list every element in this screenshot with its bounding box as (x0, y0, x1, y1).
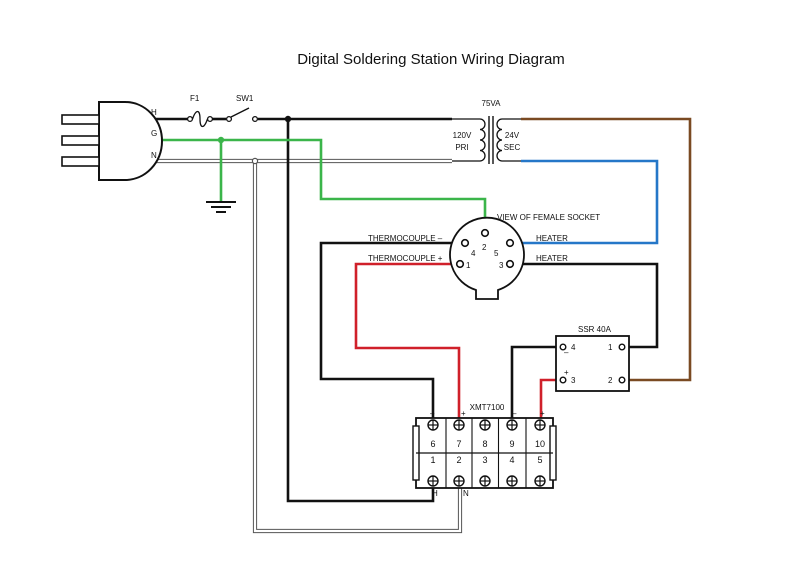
neutral-junction-dot (251, 157, 259, 165)
plug-h-label: H (151, 108, 157, 117)
transformer (452, 116, 521, 164)
terminal-8-label: 8 (482, 439, 487, 449)
ssr-pin-2-label: 2 (608, 376, 613, 385)
ssr-pin-1-label: 1 (608, 343, 613, 352)
female-socket (449, 216, 525, 300)
ssr-pin-4-label: 4 (571, 343, 576, 352)
socket-pin-1-label: 1 (466, 261, 471, 270)
socket-pin-4-label: 4 (471, 249, 476, 258)
thermocouple-minus-wire (319, 241, 461, 418)
thermocouple-minus-label: THERMOCOUPLE – (368, 234, 443, 243)
terminal-7-label: 7 (456, 439, 461, 449)
screw-terminal-1-icon (427, 475, 439, 487)
ssr-terminal-4 (559, 343, 567, 351)
ssr-minus-wire (510, 345, 563, 418)
plug-g-label: G (151, 129, 157, 138)
ground-wire (138, 138, 487, 229)
screw-terminal-10-icon (534, 419, 546, 431)
controller-t9-sign: – (512, 409, 517, 418)
wires (138, 117, 692, 534)
terminal-1-label: 1 (430, 455, 435, 465)
socket-pin-3 (505, 259, 515, 269)
heater-label-2: HEATER (536, 254, 568, 263)
socket-pin-5-label: 5 (494, 249, 499, 258)
screw-terminal-7-icon (453, 419, 465, 431)
socket-pin-1 (455, 259, 465, 269)
ground-junction-dot (217, 136, 225, 144)
ssr-pin-3-label: 3 (571, 376, 576, 385)
ssr-terminal-1 (618, 343, 626, 351)
power-plug: H G N (61, 101, 163, 181)
controller-label: XMT7100 (470, 403, 505, 412)
earth-ground-icon (206, 201, 236, 213)
screw-terminal-5-icon (534, 475, 546, 487)
transformer-rating: 75VA (482, 99, 502, 108)
controller-n-label: N (463, 489, 469, 498)
heater-label-1: HEATER (536, 234, 568, 243)
socket-caption: VIEW OF FEMALE SOCKET (497, 213, 600, 222)
ssr-terminal-2 (618, 376, 626, 384)
controller-t6-sign: – (430, 409, 435, 418)
screw-terminal-6-icon (427, 419, 439, 431)
ssr-relay (555, 335, 630, 392)
socket-pin-2-label: 2 (482, 243, 487, 252)
controller-h-label: H (432, 489, 438, 498)
terminal-5-label: 5 (537, 455, 542, 465)
hot-junction-dot (284, 115, 292, 123)
heater-ssr-wire (514, 262, 659, 349)
transformer-primary-label: PRI (455, 143, 468, 152)
plug-n-label: N (151, 151, 157, 160)
socket-pin-3-label: 3 (499, 261, 504, 270)
terminal-3-label: 3 (482, 455, 487, 465)
screw-terminal-4-icon (506, 475, 518, 487)
fuse-label: F1 (190, 94, 200, 103)
terminal-4-label: 4 (509, 455, 514, 465)
socket-pin-5 (505, 238, 515, 248)
terminal-10-label: 10 (535, 439, 545, 449)
thermocouple-plus-label: THERMOCOUPLE + (368, 254, 443, 263)
ssr-terminal-3 (559, 376, 567, 384)
terminal-9-label: 9 (509, 439, 514, 449)
controller-t7-sign: + (461, 409, 466, 418)
heater-blue-wire (514, 159, 659, 245)
page-title: Digital Soldering Station Wiring Diagram (297, 51, 565, 68)
neutral-wire (138, 158, 463, 534)
ssr-label: SSR 40A (578, 325, 612, 334)
terminal-6-label: 6 (430, 439, 435, 449)
fuse-icon (186, 110, 214, 128)
socket-pin-4 (460, 238, 470, 248)
controller-terminal-block (412, 417, 557, 489)
screw-terminal-8-icon (479, 419, 491, 431)
switch-label: SW1 (236, 94, 254, 103)
transformer-secondary-voltage: 24V (505, 131, 520, 140)
screw-terminal-2-icon (453, 475, 465, 487)
ssr-minus-sign: – (564, 348, 569, 357)
transformer-primary-voltage: 120V (453, 131, 472, 140)
screw-terminal-3-icon (479, 475, 491, 487)
terminal-2-label: 2 (456, 455, 461, 465)
controller-t10-sign: + (540, 409, 545, 418)
screw-terminal-9-icon (506, 419, 518, 431)
secondary-brown-wire (521, 117, 692, 382)
transformer-secondary-label: SEC (504, 143, 521, 152)
thermocouple-plus-wire (354, 262, 461, 418)
hot-wire (138, 117, 452, 503)
switch-icon (225, 107, 259, 123)
ssr-plus-sign: + (564, 368, 569, 377)
socket-pin-2 (480, 228, 490, 238)
